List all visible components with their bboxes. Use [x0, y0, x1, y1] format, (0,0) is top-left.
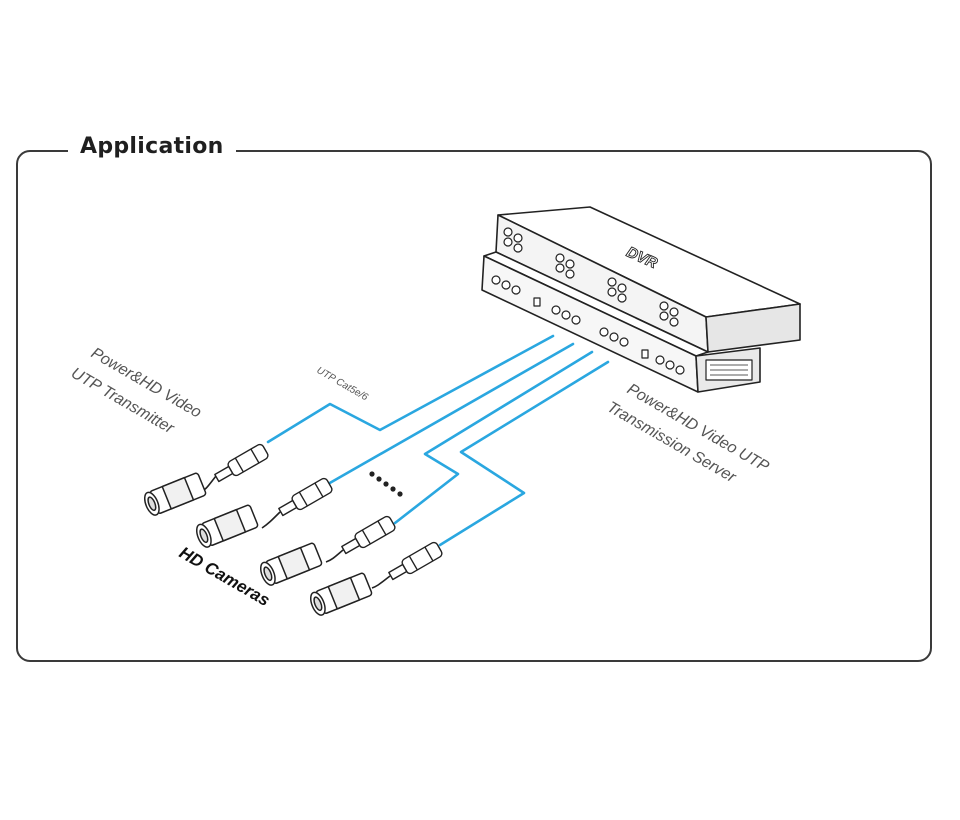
utp-cable-2: [326, 342, 575, 486]
cable-label: UTP Cat5e/6: [315, 365, 371, 403]
transmission-server-unit: [481, 251, 761, 393]
hd-camera-1: [143, 472, 207, 516]
utp-cable-3: [393, 350, 594, 525]
application-panel: [16, 150, 932, 662]
hd-cameras-label: HD Cameras: [176, 543, 273, 610]
server-rj45-port-group: [491, 275, 685, 375]
section-title: Application: [68, 134, 236, 159]
hd-camera-2: [195, 504, 259, 548]
utp-cable-group: [266, 334, 610, 547]
hd-camera-3: [259, 542, 323, 586]
balun-transmitter-group: [214, 443, 443, 581]
utp-cable-1: [266, 334, 555, 444]
hd-camera-group: [143, 472, 373, 616]
dvr-unit: [495, 206, 801, 353]
utp-cable-4: [438, 360, 610, 547]
more-cameras-ellipsis: [369, 471, 403, 497]
hd-camera-4: [309, 572, 373, 616]
dvr-bnc-connector-group: [503, 227, 679, 327]
